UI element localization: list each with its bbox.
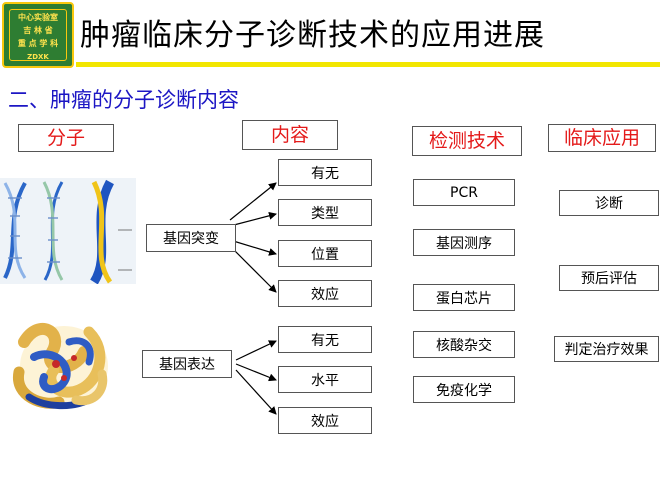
arrow-mutation-type [229,211,277,227]
technique-item: 核酸杂交 [413,331,515,358]
content-mutation-item: 类型 [278,199,372,226]
logo-line-2: 吉 林 省 [23,26,53,35]
content-mutation-item: 有无 [278,159,372,186]
logo-line-1: 中心实验室 [18,13,58,22]
header-content: 内容 [242,120,338,150]
title-rule [76,62,660,67]
section-subtitle: 二、肿瘤的分子诊断内容 [8,88,239,112]
protein-structure-image [13,322,108,410]
header-clinical: 临床应用 [548,124,656,152]
logo-line-4: ZDXK [27,53,49,61]
technique-item: 基因测序 [413,229,515,256]
arrow-expression-level [235,363,277,382]
arrow-mutation-position [229,239,277,256]
header-molecule: 分子 [18,124,114,152]
content-mutation-item: 位置 [278,240,372,267]
technique-item: PCR [413,179,515,206]
header-technique: 检测技术 [412,126,522,156]
arrow-expression-presence [235,340,277,361]
logo: 中心实验室 吉 林 省 重 点 学 科 ZDXK [2,2,74,68]
clinical-item: 预后评估 [559,265,659,291]
molecule-gene-mutation: 基因突变 [146,224,236,252]
content-expression-item: 效应 [278,407,372,434]
dna-helix-image [0,178,136,284]
arrow-mutation-effect [229,245,277,293]
technique-item: 蛋白芯片 [413,284,515,311]
arrow-mutation-presence [229,182,277,221]
molecule-gene-expression: 基因表达 [142,350,232,378]
logo-line-3: 重 点 学 科 [17,39,59,48]
content-expression-item: 有无 [278,326,372,353]
arrow-expression-effect [235,369,277,415]
technique-item: 免疫化学 [413,376,515,403]
clinical-item: 诊断 [559,190,659,216]
content-expression-item: 水平 [278,366,372,393]
content-mutation-item: 效应 [278,280,372,307]
page-title: 肿瘤临床分子诊断技术的应用进展 [80,18,545,53]
clinical-item: 判定治疗效果 [554,336,659,362]
